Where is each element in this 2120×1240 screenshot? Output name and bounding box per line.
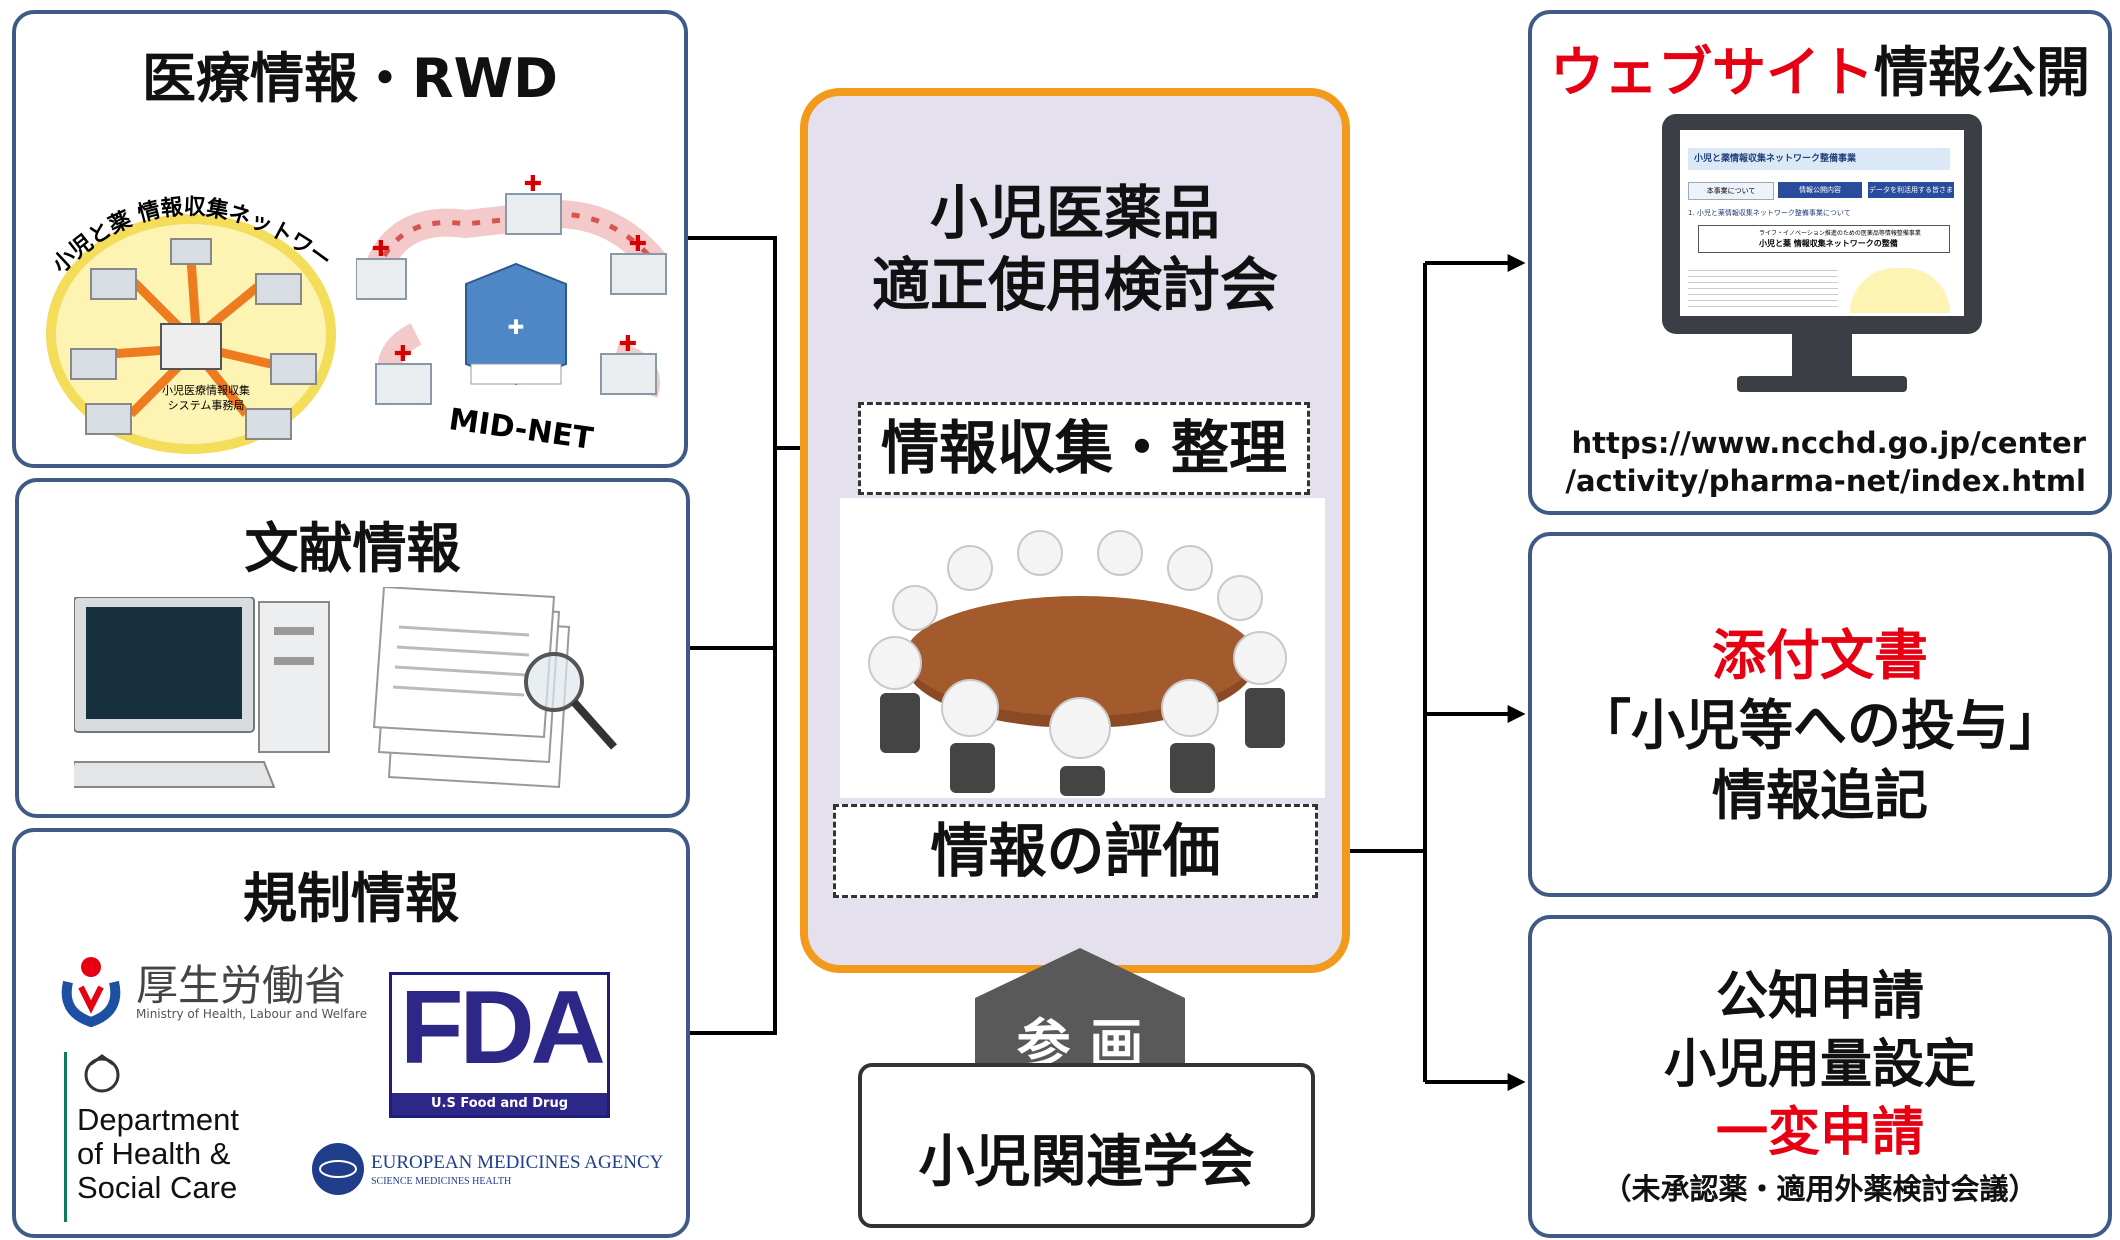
medical-info-box: 医療情報・RWD 小児医療情報収集 システム事務局 小児と薬 情報収集ネットワー… [12,10,688,468]
data-center-building-icon: ✚ [465,262,567,386]
office-label-1: 小児医療情報収集 [162,383,250,397]
study-group-title-1: 小児医薬品 [929,179,1220,247]
svg-text:✚: ✚ [394,342,412,367]
website-title-black: 情報公開 [1874,41,2090,104]
website-box: ウェブサイト情報公開 小児と薬情報収集ネットワーク整備事業 本事業について 情報… [1528,10,2112,515]
fda-logo: FDA U.S Food and Drug Administration [389,970,610,1133]
hospital-icon: ✚ ✚ ✚ ✚ ✚ [356,172,667,405]
dhsc-logo: Department of Health & Social Care [64,1052,267,1222]
evaluation-label: 情報の評価 [833,804,1318,898]
round-table-meeting-icon [868,530,1287,796]
svg-text:✚: ✚ [524,172,542,197]
pediatric-dose-setting: 小児用量設定 [1663,1035,1976,1095]
mhlw-name-en: Ministry of Health, Labour and Welfare [136,1007,368,1021]
participate-badge [975,948,1185,1083]
network-diagram: 小児医療情報収集 システム事務局 小児と薬 情報収集ネットワーク [31,164,336,454]
office-label-2: システム事務局 [168,398,245,412]
screen-banner-line-1: ライフ・イノベーション推進のための医薬品等情報整備事業 [1759,230,1921,237]
website-screen: 小児と薬情報収集ネットワーク整備事業 本事業について 情報公開内容 データを利活… [1680,130,1964,316]
screen-tab-3: データを利活用する皆さまへ [1868,182,1954,210]
midnet-diagram: ✚ ✚ ✚ ✚ ✚ ✚ MID-NET [356,172,667,454]
screen-text-lines [1688,265,1838,310]
screen-tab-1: 本事業について [1688,182,1774,200]
screen-banner: ライフ・イノベーション推進のための医薬品等情報整備事業 小児と薬 情報収集ネット… [1698,225,1950,253]
screen-tab-2: 情報公開内容 [1778,182,1862,198]
partial-change-application: 一変申請 [1715,1103,1924,1163]
screen-header: 小児と薬情報収集ネットワーク整備事業 [1688,148,1950,170]
mhlw-logo: 厚生労働省 Ministry of Health, Labour and Wel… [56,952,368,1032]
svg-text:✚: ✚ [372,237,390,262]
ema-globe-icon [312,1143,364,1195]
dhsc-line-2: of Health & [77,1136,231,1171]
literature-info-title: 文献情報 [244,517,461,580]
review-committee-note: （未承認薬・適用外薬検討会議） [1602,1172,2038,1206]
midnet-label: MID-NET [447,402,596,454]
dhsc-line-1: Department [77,1102,239,1137]
website-title: ウェブサイト情報公開 [1532,28,2108,107]
website-url-line-2[interactable]: /activity/pharma-net/index.html [1565,464,2086,498]
svg-text:✚: ✚ [508,315,525,339]
monitor-icon: 小児と薬情報収集ネットワーク整備事業 本事業について 情報公開内容 データを利活… [1662,114,1982,414]
package-insert-title: 添付文書 [1712,624,1928,687]
meeting-illustration [840,498,1325,798]
pediatric-society-label: 小児関連学会 [918,1130,1255,1195]
screen-diagram [1850,268,1950,313]
study-group-title-2: 適正使用検討会 [871,251,1278,319]
mhlw-mark-icon [61,957,121,1027]
screen-banner-line-2: 小児と薬 情報収集ネットワークの整備 [1759,239,1898,248]
public-knowledge-application: 公知申請 [1715,967,1924,1027]
ema-logo: EUROPEAN MEDICINES AGENCY SCIENCE MEDICI… [311,1142,663,1202]
application-box: 公知申請 小児用量設定 一変申請 （未承認薬・適用外薬検討会議） [1528,915,2112,1238]
website-title-red: ウェブサイト [1550,41,1874,104]
package-insert-addition: 情報追記 [1712,764,1928,827]
fda-wordmark: FDA [400,970,606,1086]
regulatory-info-box: 規制情報 厚生労働省 Ministry of Health, Labour an… [12,828,690,1238]
fda-subtitle: U.S Food and Drug Administration [392,1093,607,1133]
royal-crest-icon [84,1054,120,1093]
regulatory-info-title: 規制情報 [243,867,459,930]
website-url-line-1[interactable]: https://www.ncchd.go.jp/center [1571,426,2086,460]
svg-text:✚: ✚ [629,232,647,257]
svg-text:✚: ✚ [619,332,637,357]
documents-icon [372,587,617,789]
medical-info-title: 医療情報・RWD [142,47,558,110]
ema-name: EUROPEAN MEDICINES AGENCY [371,1152,664,1173]
dhsc-line-3: Social Care [77,1170,238,1205]
package-insert-pediatric: 「小児等への投与」 [1577,694,2063,757]
computer-icon [74,597,330,788]
pediatric-society-box: 小児関連学会 [858,1063,1315,1228]
ema-tagline: SCIENCE MEDICINES HEALTH [371,1176,512,1187]
screen-section-title: 1. 小児と薬情報収集ネットワーク整備事業について [1688,209,1851,217]
collect-organize-label: 情報収集・整理 [858,402,1310,495]
mhlw-name-jp: 厚生労働省 [136,961,347,1010]
literature-info-box: 文献情報 [15,478,690,818]
package-insert-box: 添付文書 「小児等への投与」 情報追記 [1528,532,2112,897]
